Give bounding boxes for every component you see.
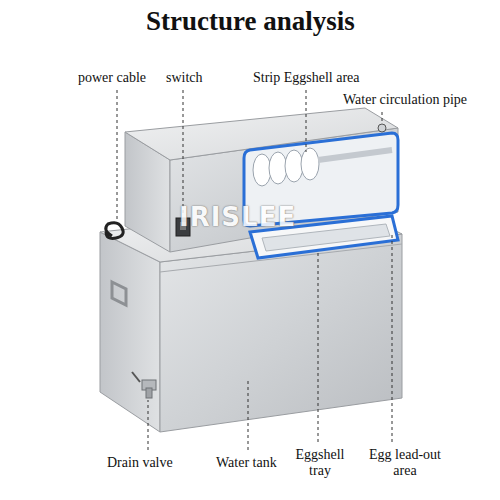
part-label: Eggshell tray (288, 447, 352, 479)
part-label: Egg lead-out area (359, 447, 451, 479)
part-label: Drain valve (107, 455, 173, 471)
part-label: Water tank (216, 455, 277, 471)
part-label: Water circulation pipe (343, 92, 467, 108)
part-label: power cable (78, 70, 146, 86)
watermark: IRISLEE (179, 203, 296, 233)
part-label: Strip Eggshell area (253, 70, 360, 86)
part-label: switch (166, 70, 203, 86)
title: Structure analysis (146, 6, 355, 37)
